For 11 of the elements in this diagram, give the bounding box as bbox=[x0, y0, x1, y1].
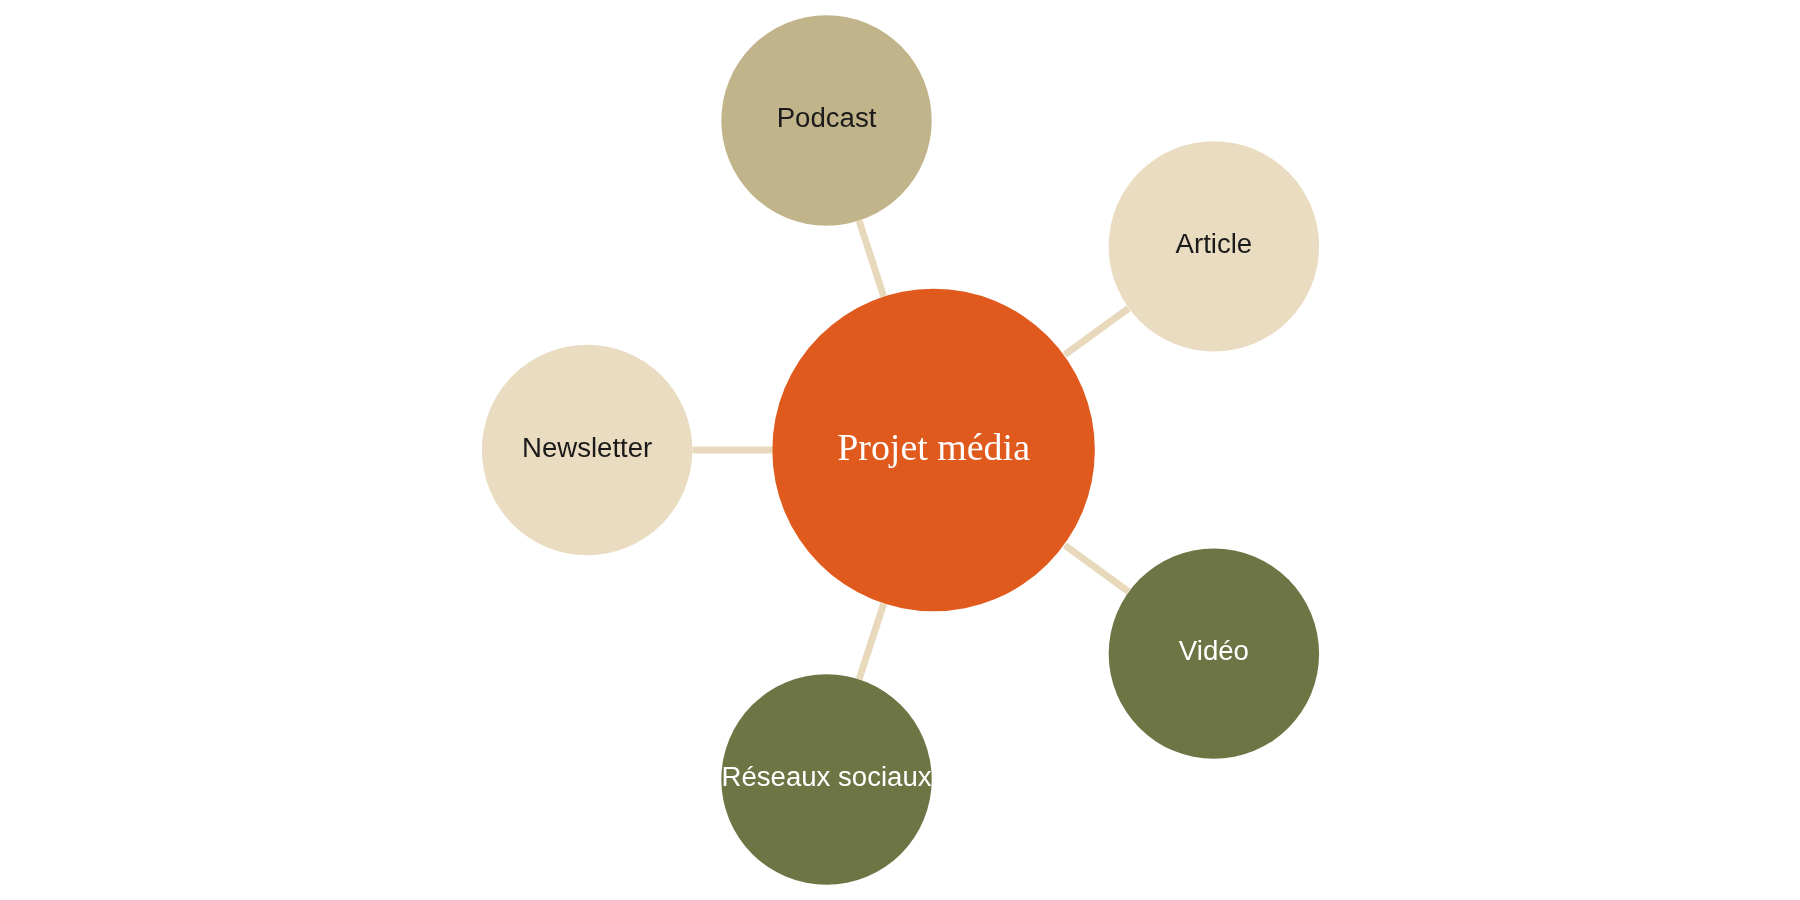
node-circle: Podcast bbox=[720, 15, 932, 226]
node-circle: Article bbox=[1108, 141, 1319, 352]
node-circle: Vidéo bbox=[1108, 548, 1319, 759]
node-circle: Réseaux sociaux bbox=[720, 674, 932, 885]
connector bbox=[855, 219, 887, 298]
connector bbox=[1062, 305, 1130, 358]
connector bbox=[1062, 542, 1130, 595]
connector bbox=[692, 446, 772, 454]
node-circle: Newsletter bbox=[481, 344, 692, 556]
node-circle: Projet média bbox=[771, 288, 1095, 612]
connector bbox=[855, 602, 887, 681]
